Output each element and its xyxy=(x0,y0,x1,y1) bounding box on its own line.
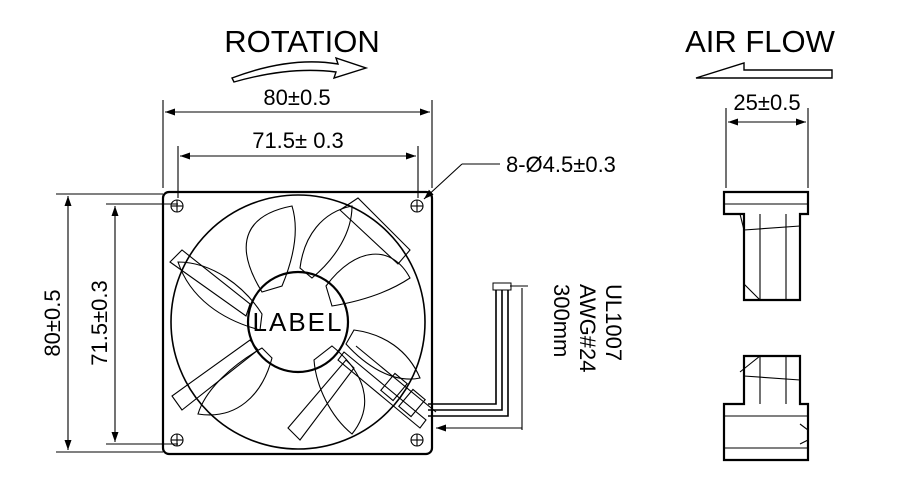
front-view: 80±0.5 71.5± 0.3 80±0.5 71.5±0.3 8-Ø4.5 xyxy=(40,85,626,456)
fan-blades xyxy=(177,205,421,435)
outer-width-dimension: 80±0.5 xyxy=(263,85,330,110)
fan-struts xyxy=(169,197,411,441)
fan-wires xyxy=(428,282,512,417)
side-upper-housing xyxy=(722,190,810,302)
hole-width-dimension: 71.5± 0.3 xyxy=(252,128,344,153)
fan-venturi xyxy=(170,194,426,450)
airflow-arrow-icon xyxy=(695,62,833,79)
wire-channel xyxy=(337,345,437,429)
wire-spec-length: 300mm xyxy=(549,284,574,357)
thickness-dimension: 25±0.5 xyxy=(733,90,800,115)
hole-callout: 8-Ø4.5±0.3 xyxy=(506,152,616,177)
rotation-label: ROTATION xyxy=(224,24,380,59)
side-view: 25±0.5 xyxy=(722,90,810,462)
side-lower-housing xyxy=(722,354,810,462)
outer-height-dimension: 80±0.5 xyxy=(40,289,65,356)
airflow-label: AIR FLOW xyxy=(685,24,836,59)
wire-spec-awg: AWG#24 xyxy=(575,284,600,372)
fan-hub xyxy=(246,270,350,374)
wire-spec-ul: UL1007 xyxy=(601,284,626,361)
hub-label: LABEL xyxy=(253,307,344,337)
hole-height-dimension: 71.5±0.3 xyxy=(87,280,112,365)
mounting-hole-icon xyxy=(170,199,424,447)
rotation-arrow-icon xyxy=(231,56,369,83)
fan-frame xyxy=(161,190,434,456)
